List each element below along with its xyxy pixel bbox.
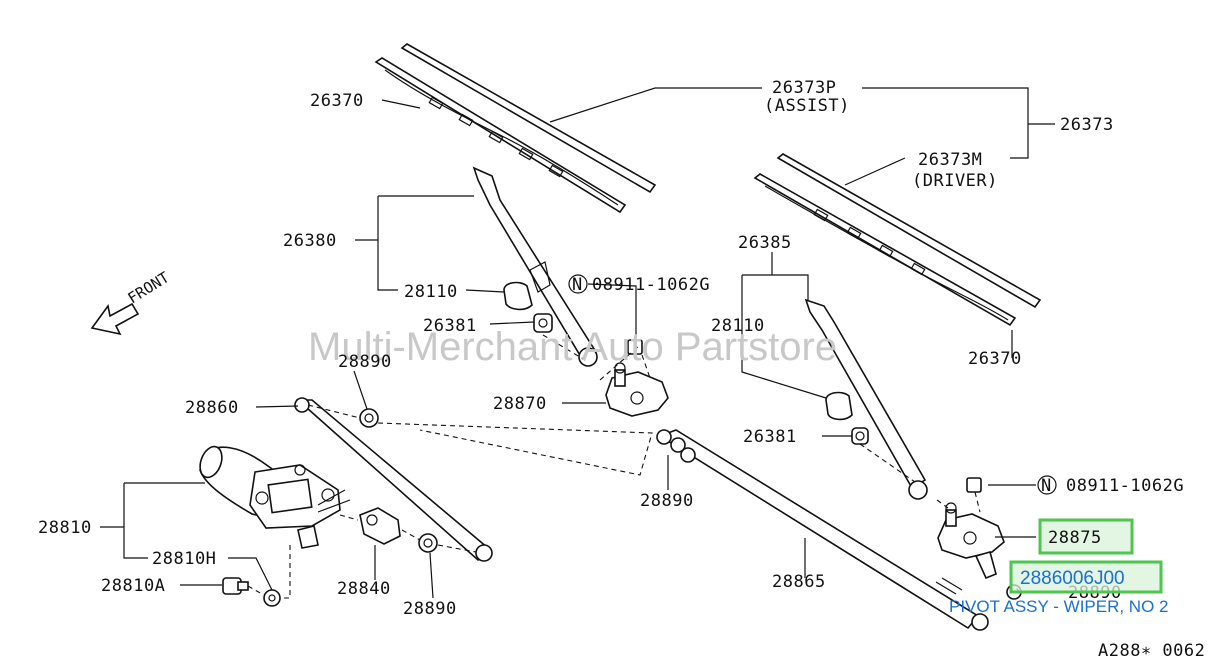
- part-description[interactable]: PIVOT ASSY - WIPER, NO 2: [949, 597, 1169, 616]
- wiper-motor-28810[interactable]: [196, 444, 351, 549]
- pivot-assy-28870[interactable]: [605, 362, 669, 417]
- front-arrow-icon: FRONT: [90, 268, 173, 336]
- label-26385[interactable]: 26385: [738, 233, 792, 253]
- bushing-28890-top[interactable]: [359, 408, 379, 428]
- watermark: Multi-Merchant Auto Partstore: [308, 325, 837, 369]
- label-28810h[interactable]: 28810H: [152, 549, 216, 569]
- label-28810[interactable]: 28810: [38, 518, 92, 538]
- wiper-arm-left[interactable]: [472, 166, 598, 367]
- diagram-code: A288∗ 0062: [1098, 641, 1205, 661]
- label-28865[interactable]: 28865: [772, 572, 826, 592]
- bushing-28810h[interactable]: [263, 589, 281, 607]
- arm-cap-right[interactable]: [825, 391, 853, 421]
- label-26381-right[interactable]: 26381: [743, 427, 797, 447]
- label-08911-bottom[interactable]: 08911-1062G: [1066, 476, 1184, 496]
- leader-lines: [100, 87, 1055, 599]
- arm-cap-left[interactable]: [503, 281, 533, 311]
- label-26370[interactable]: 26370: [310, 91, 364, 111]
- label-28110-right[interactable]: 28110: [711, 316, 765, 336]
- label-28860[interactable]: 28860: [185, 398, 239, 418]
- wiper-blade-assist[interactable]: [374, 43, 657, 214]
- label-26373m-note: (DRIVER): [912, 171, 998, 191]
- label-26370-right[interactable]: 26370: [968, 349, 1022, 369]
- front-label: FRONT: [125, 268, 173, 307]
- label-26373p-note: (ASSIST): [764, 96, 850, 116]
- n-symbol-icon: N: [1037, 475, 1057, 496]
- label-26381-left[interactable]: 26381: [423, 316, 477, 336]
- crank-arm-28840[interactable]: [359, 507, 401, 545]
- label-26373p[interactable]: 26373P: [772, 78, 836, 98]
- bolt-28810a[interactable]: [222, 577, 249, 595]
- highlight-28875[interactable]: 28875: [1038, 518, 1134, 555]
- wiper-arm-right[interactable]: [804, 298, 928, 500]
- wiper-blade-driver[interactable]: [753, 153, 1042, 327]
- n-symbol-icon: N: [568, 274, 588, 295]
- nut-26381-left[interactable]: [533, 313, 553, 333]
- label-28110-left[interactable]: 28110: [404, 282, 458, 302]
- svg-text:N: N: [1041, 476, 1052, 496]
- label-28840[interactable]: 28840: [337, 579, 391, 599]
- nut-08911-bottom[interactable]: [966, 477, 982, 493]
- svg-text:N: N: [572, 275, 583, 295]
- nut-26381-right[interactable]: [851, 427, 869, 445]
- link-rod-28865[interactable]: [656, 429, 989, 631]
- label-28810a[interactable]: 28810A: [101, 576, 165, 596]
- link-rod-28860[interactable]: [294, 397, 493, 562]
- label-28890-top[interactable]: 28890: [338, 352, 392, 372]
- label-26380[interactable]: 26380: [283, 231, 337, 251]
- highlight-2886006j00[interactable]: 2886006J00: [1009, 560, 1163, 594]
- nut-08911-top[interactable]: [627, 339, 643, 355]
- pivot-assy-28875[interactable]: [937, 502, 1005, 580]
- label-08911-top[interactable]: 08911-1062G: [592, 275, 710, 295]
- label-26373m[interactable]: 26373M: [918, 150, 982, 170]
- label-26373[interactable]: 26373: [1060, 115, 1114, 135]
- label-28890-bottom[interactable]: 28890: [403, 599, 457, 619]
- label-28890-mid[interactable]: 28890: [640, 491, 694, 511]
- bushing-28890-bottom[interactable]: [418, 533, 438, 553]
- highlight-2886006j00-label[interactable]: 2886006J00: [1020, 568, 1125, 589]
- highlight-28875-label[interactable]: 28875: [1048, 528, 1102, 548]
- label-28870[interactable]: 28870: [493, 394, 547, 414]
